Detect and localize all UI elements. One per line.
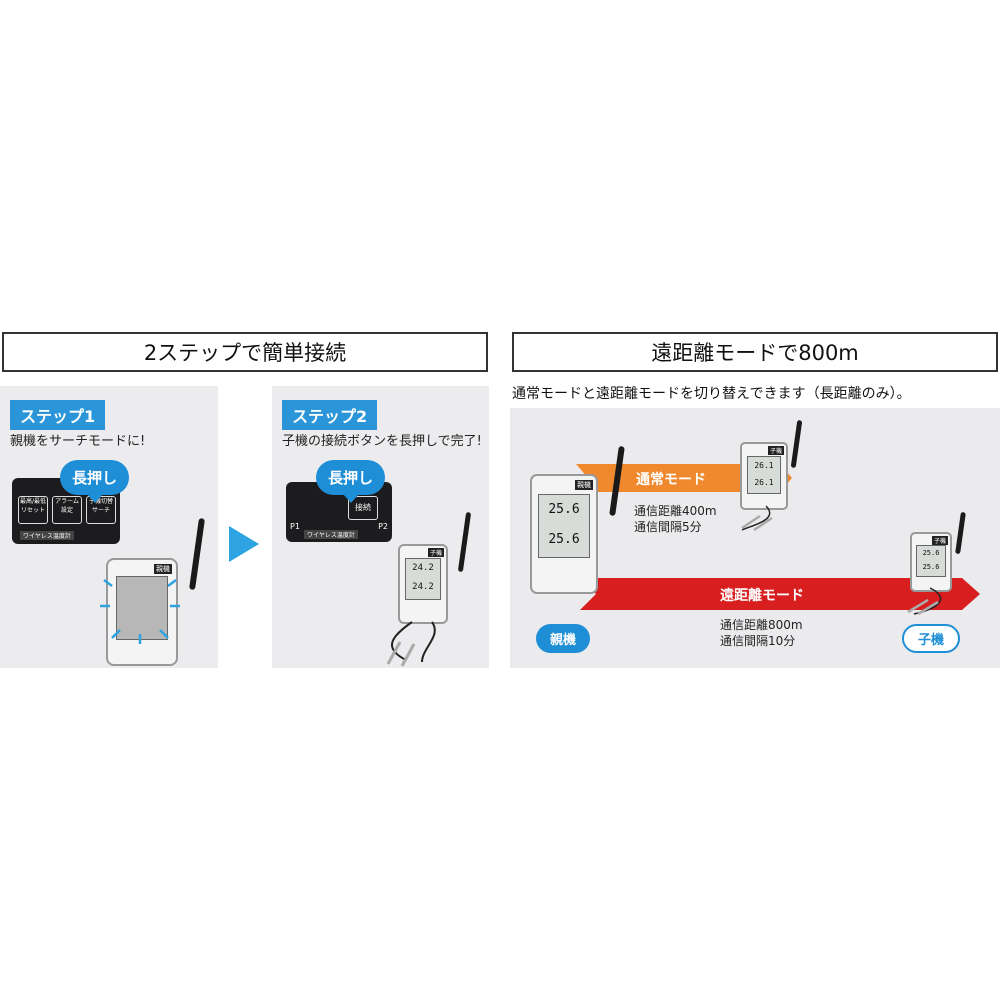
port-label-p2: P2: [378, 522, 388, 531]
step1-description: 親機をサーチモードに!: [10, 434, 146, 449]
step2-badge: ステップ2: [282, 400, 378, 430]
device-screen: 24.2 24.2: [405, 558, 441, 600]
parent-reading-bottom: 25.6: [548, 532, 580, 547]
flash-effect-icon: [100, 579, 180, 644]
parent-reading-top: 25.6: [548, 502, 580, 517]
child1-reading-bottom: 26.1: [754, 478, 774, 487]
long-press-bubble-2: 長押し: [316, 460, 386, 503]
child1-screen: 26.1 26.1: [747, 456, 781, 494]
button-mini-1: 最高/最低 リセット: [18, 496, 48, 524]
normal-mode-label: 通常モード: [636, 472, 706, 488]
long-mode-interval: 通信間隔10分: [720, 634, 796, 648]
device-strip-label: ワイヤレス温度計: [20, 531, 74, 540]
button-mini-1-label: 最高/最低: [19, 498, 47, 505]
step2-panel: ステップ2 子機の接続ボタンを長押しで完了! 接続 P1 P2 ワイヤレス温度計…: [272, 386, 489, 668]
child2-screen: 25.6 25.6: [916, 545, 946, 577]
mode-panel: 通常モード 通信距離400m 通信間隔5分 遠距離モード 通信距離800m 通信…: [510, 408, 1000, 668]
normal-mode-arrow: [576, 464, 980, 610]
next-step-arrow-icon: [229, 526, 259, 562]
child2-reading-bottom: 25.6: [922, 563, 940, 571]
normal-mode-interval: 通信間隔5分: [634, 520, 702, 534]
step2-description: 子機の接続ボタンを長押しで完了!: [282, 434, 482, 449]
child-strip-label: ワイヤレス温度計: [304, 530, 358, 539]
button-mini-2-sub: 設定: [60, 507, 73, 514]
parent-device-screen: 25.6 25.6: [538, 494, 590, 558]
connect-button-mini-label: 接続: [355, 503, 371, 512]
reading-bottom: 24.2: [412, 582, 434, 592]
child-label-pill: 子機: [902, 624, 961, 653]
child-device-step2: 24.2 24.2 子機: [398, 544, 448, 624]
button-mini-3-sub: サーチ: [91, 507, 110, 514]
section-title-long-range: 遠距離モードで800m: [512, 332, 998, 372]
probe-cable-icon: [386, 621, 436, 667]
child1-reading-top: 26.1: [754, 461, 774, 470]
section-title-two-step: 2ステップで簡単接続: [2, 332, 488, 372]
section-title-long-range-text: 遠距離モードで800m: [651, 341, 859, 365]
connect-button-mini: 接続: [348, 496, 378, 520]
button-mini-2: アラーム 設定: [52, 496, 82, 524]
parent-label-pill: 親機: [536, 624, 591, 653]
reading-top: 24.2: [412, 563, 434, 573]
long-mode-distance: 通信距離800m: [720, 618, 803, 632]
button-mini-1-sub: リセット: [20, 507, 45, 514]
device-tag-child-1: 子機: [767, 446, 784, 455]
section-title-two-step-text: 2ステップで簡単接続: [143, 341, 347, 365]
button-mini-2-label: アラーム: [55, 498, 79, 505]
step1-panel: ステップ1 親機をサーチモードに! 最高/最低 リセット アラーム 設定 子機切…: [0, 386, 218, 668]
long-mode-label: 遠距離モード: [720, 588, 804, 604]
long-press-bubble-1: 長押し: [60, 460, 130, 503]
step1-badge: ステップ1: [10, 400, 106, 430]
device-tag-parent: 親機: [575, 480, 593, 490]
device-tag-child-2: 子機: [931, 536, 948, 545]
port-label-p1: P1: [290, 522, 300, 531]
probe-cable-icon: [741, 505, 942, 616]
device-tag-child: 子機: [427, 548, 444, 557]
device-tag-parent: 親機: [154, 564, 172, 574]
parent-device-step1: 親機: [106, 558, 178, 666]
mode-switch-description: 通常モードと遠距離モードを切り替えできます（長距離のみ）。: [512, 386, 911, 402]
parent-device: 親機 25.6 25.6: [530, 474, 598, 594]
child-device-1: 子機 26.1 26.1: [740, 442, 788, 510]
device-screen-flashing: [116, 576, 168, 640]
child-device-2: 子機 25.6 25.6: [910, 532, 952, 592]
normal-mode-distance: 通信距離400m: [634, 504, 717, 518]
child2-reading-top: 25.6: [922, 549, 940, 557]
